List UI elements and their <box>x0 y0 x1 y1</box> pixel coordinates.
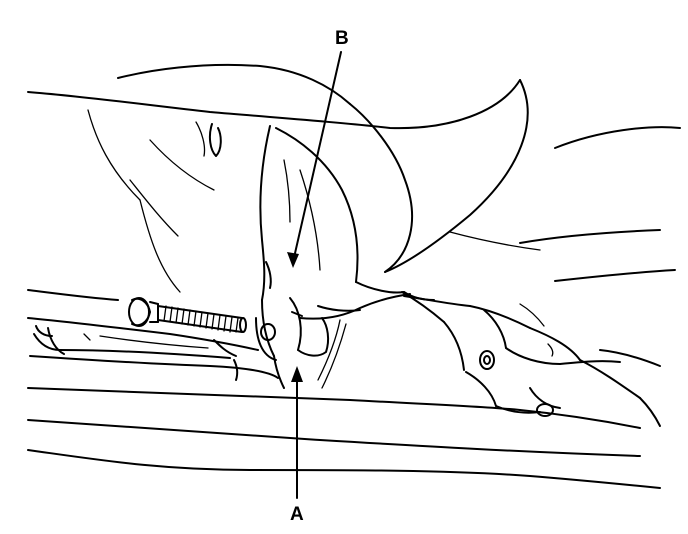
arrow-head-b <box>287 252 299 268</box>
right-side-components <box>403 291 661 427</box>
callout-label-a: A <box>290 504 304 525</box>
mount-bracket <box>255 125 445 389</box>
mounting-bolt <box>128 297 247 333</box>
callout-arrows <box>287 51 342 499</box>
arrow-head-a <box>291 366 303 382</box>
upper-housing <box>27 63 681 293</box>
lower-subframe <box>27 289 661 489</box>
callout-label-b: B <box>335 28 349 49</box>
